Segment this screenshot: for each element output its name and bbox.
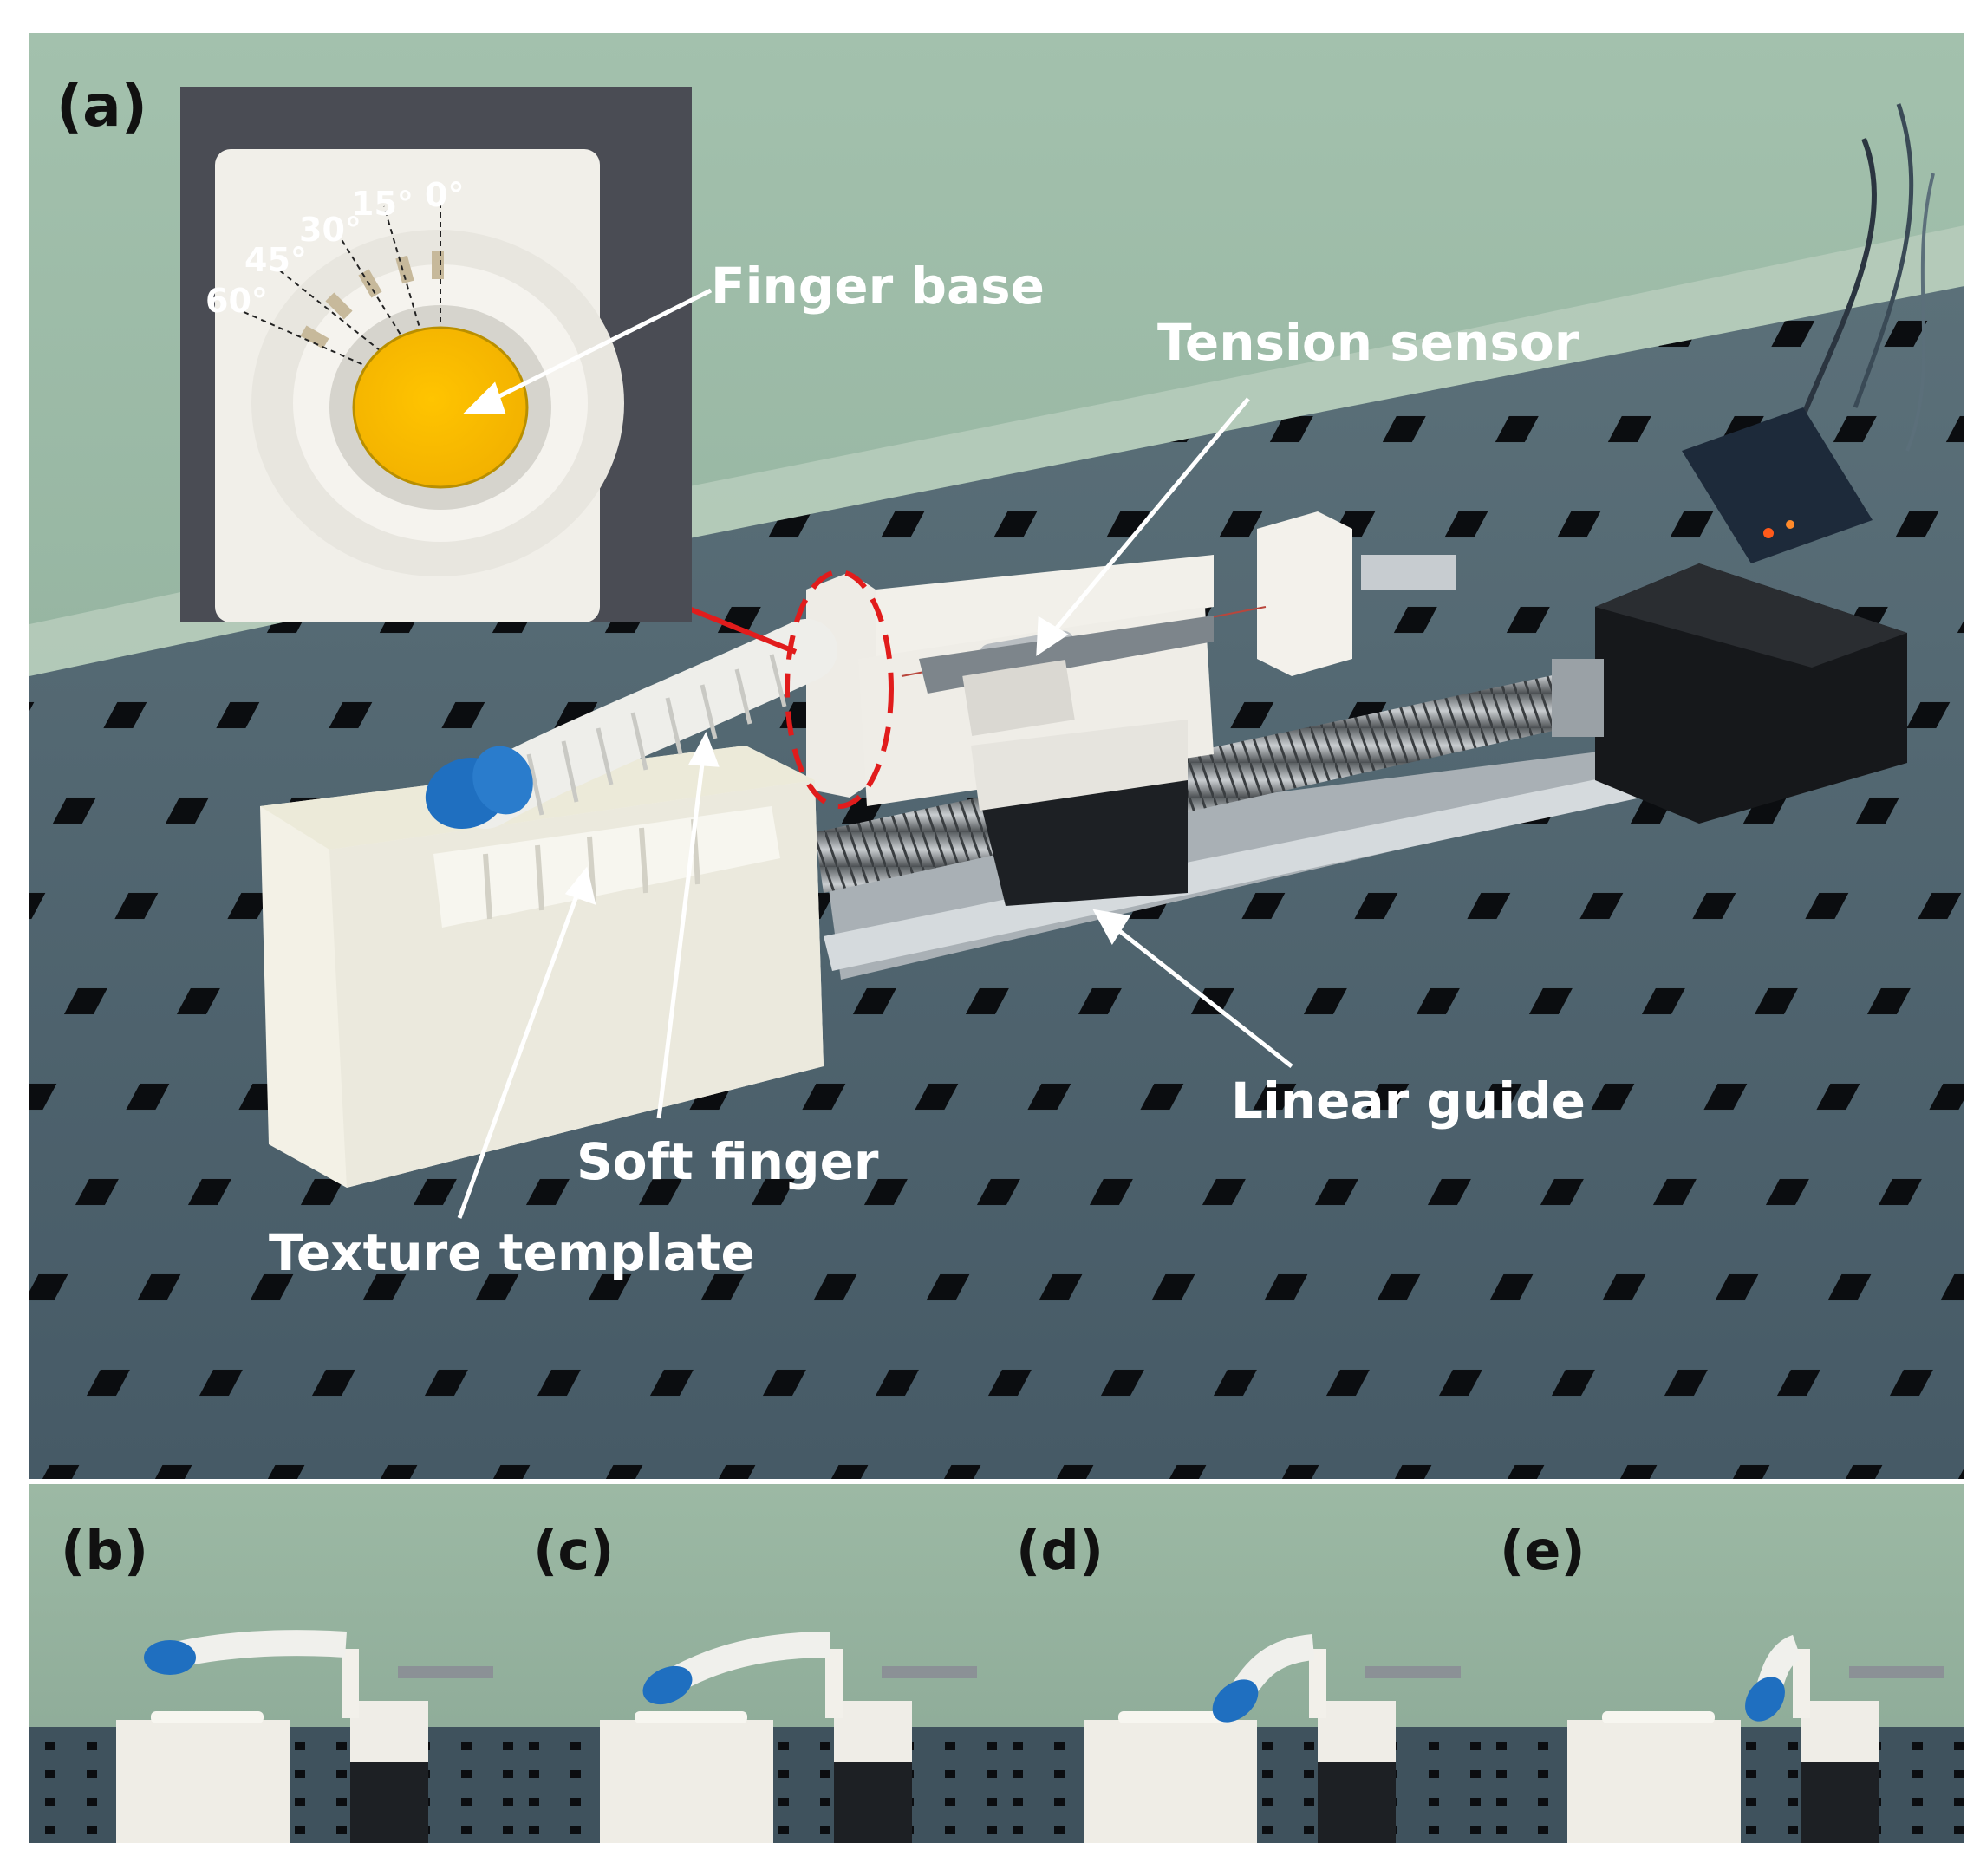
panel-label-a: (a) (56, 73, 147, 140)
panel-label-d: (d) (1016, 1519, 1104, 1582)
panel-b-photo (29, 1484, 513, 1843)
panel-d-photo (997, 1484, 1481, 1843)
panel-a-photo: 0° 15° 30° 45° 60° Finger base Tensi (29, 33, 1964, 1479)
angle-label-60: 60° (205, 282, 268, 320)
inset-finger-base: 0° 15° 30° 45° 60° (180, 87, 692, 622)
panel-c-photo (513, 1484, 997, 1843)
finger-base-highlight (785, 570, 894, 809)
label-linear-guide: Linear guide (1231, 1072, 1586, 1130)
panel-label-e: (e) (1500, 1519, 1586, 1582)
label-soft-finger: Soft finger (576, 1132, 879, 1191)
panel-label-b: (b) (61, 1519, 148, 1582)
angle-label-0: 0° (425, 176, 464, 214)
angle-label-15: 15° (351, 185, 414, 223)
label-finger-base: Finger base (711, 257, 1045, 316)
panel-label-c: (c) (533, 1519, 614, 1582)
panel-e-photo (1481, 1484, 1964, 1843)
angle-label-45: 45° (244, 241, 307, 279)
base-disc (352, 326, 529, 489)
angle-label-30: 30° (299, 211, 361, 249)
strip-panels: (b) (c) (d) (e) (29, 1484, 1964, 1843)
label-tension-sensor: Tension sensor (1157, 313, 1579, 372)
label-texture-template: Texture template (269, 1223, 755, 1282)
